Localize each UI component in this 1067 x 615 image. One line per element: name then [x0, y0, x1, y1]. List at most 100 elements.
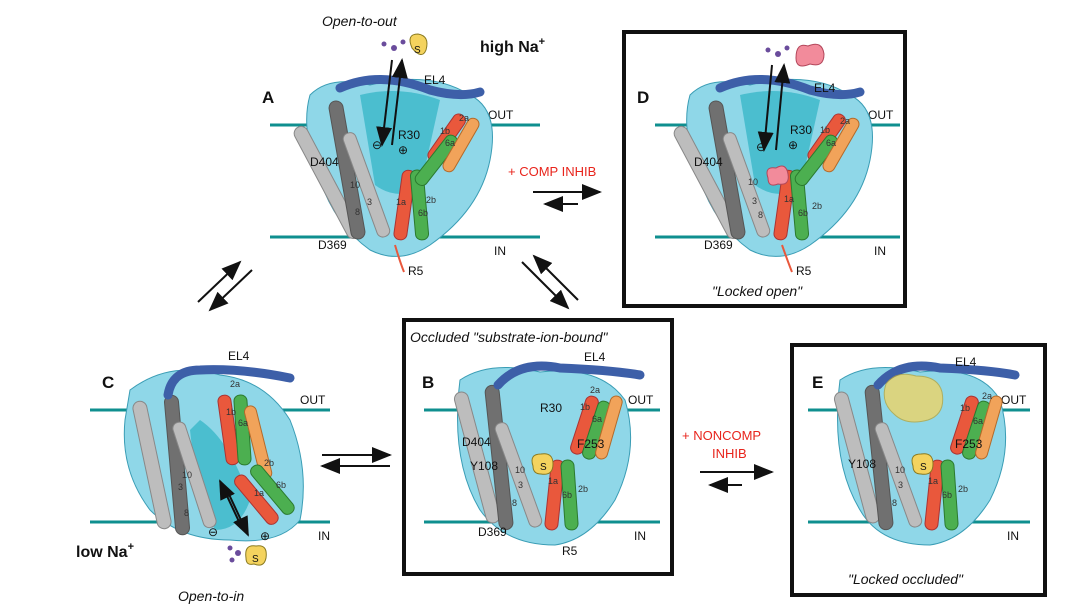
- el4-label-e: EL4: [955, 355, 977, 369]
- helix-1a-c: [234, 474, 279, 525]
- el4-loop-e: [873, 361, 1020, 390]
- y108-label-e: Y108: [848, 457, 876, 471]
- vestibule-d: [740, 91, 820, 194]
- occluded-title: Occluded "substrate-ion-bound": [410, 329, 609, 345]
- inhibitor-ion-cluster-d: [765, 43, 825, 67]
- helix-num-6b-c: 6b: [276, 480, 286, 490]
- noncomp-inhib-label-line2: INHIB: [712, 446, 747, 461]
- helix-6b-d: [789, 169, 810, 241]
- helix-10-e: [833, 391, 881, 524]
- helix-num-3-c: 3: [178, 482, 183, 492]
- entry-arrow-d: [757, 64, 774, 152]
- helix-3-b: [494, 422, 543, 528]
- d404-label-d: D404: [694, 155, 723, 169]
- r5-label-d: R5: [796, 264, 812, 278]
- minus-charge-c: ⊖: [208, 525, 218, 539]
- y108-label-b: Y108: [470, 459, 498, 473]
- helix-num-6b-e: 6b: [942, 490, 952, 500]
- helix-num-2a-d: 2a: [840, 116, 850, 126]
- panel-letter-b: B: [422, 373, 434, 392]
- panel-e-frame: [790, 343, 1047, 597]
- minus-charge-a: ⊖: [372, 138, 382, 152]
- panel-letter-c: C: [102, 373, 114, 392]
- helix-num-3-b: 3: [518, 480, 523, 490]
- panel-b: Occluded "substrate-ion-bound" B OUT IN …: [410, 329, 660, 558]
- plus-charge-d: ⊕: [788, 138, 798, 152]
- helix-num-1b-b: 1b: [580, 402, 590, 412]
- helix-num-1a-d: 1a: [784, 194, 794, 204]
- substrate-label-c: S: [252, 554, 259, 565]
- substrate-label-a: S: [414, 45, 421, 56]
- in-label-a: IN: [494, 244, 506, 258]
- el4-loop-a: [335, 75, 485, 100]
- helix-3-e: [874, 422, 923, 528]
- helix-1a-a: [393, 169, 416, 241]
- panel-b-frame: [402, 318, 674, 576]
- panel-letter-a: A: [262, 88, 274, 107]
- r30-label-d: R30: [790, 123, 812, 137]
- el4-label-d: EL4: [814, 81, 836, 95]
- bound-inhibitor-d: [766, 165, 789, 186]
- helix-num-3-d: 3: [752, 196, 757, 206]
- panel-d: D OUT IN EL4 R30 D404 D369 R5 ⊖ ⊕ 10 8 3: [637, 43, 900, 299]
- open-to-out-title: Open-to-out: [322, 13, 398, 29]
- helix-num-6a-b: 6a: [592, 414, 602, 424]
- helix-3-a: [342, 132, 391, 238]
- helix-num-2a-a: 2a: [459, 113, 469, 123]
- noncomp-inhib-label-line1: + NONCOMP: [682, 428, 761, 443]
- helix-2a-b: [595, 395, 623, 460]
- helix-num-8-c: 8: [184, 508, 189, 518]
- helix-1b-c: [217, 394, 240, 466]
- helix-num-6a-c: 6a: [238, 418, 248, 428]
- exit-arrow-a: [391, 58, 408, 146]
- helix-2a-a: [442, 117, 480, 173]
- helix-num-3-e: 3: [898, 480, 903, 490]
- helix-6a-a: [414, 134, 459, 187]
- plus-charge-c: ⊕: [260, 529, 270, 543]
- low-na-label: low Na+: [76, 541, 134, 561]
- out-label-a: OUT: [488, 108, 514, 122]
- inner-vestibule-c: [190, 420, 250, 530]
- out-label-e: OUT: [1001, 393, 1027, 407]
- el4-label-b: EL4: [584, 350, 606, 364]
- helix-num-6b-b: 6b: [562, 490, 572, 500]
- f253-label-b: F253: [577, 437, 605, 451]
- panel-d-frame: [622, 30, 907, 308]
- helix-num-6b-d: 6b: [798, 208, 808, 218]
- helix-2a-d: [822, 117, 860, 173]
- d369-label-a: D369: [318, 238, 347, 252]
- r30-label-b: R30: [540, 401, 562, 415]
- open-to-in-title: Open-to-in: [178, 588, 244, 604]
- f253-label-e: F253: [955, 437, 983, 451]
- rebind-arrow-c: [219, 479, 243, 529]
- d369-label-d: D369: [704, 238, 733, 252]
- el4-loop-c: [163, 365, 295, 400]
- locked-open-caption: "Locked open": [712, 283, 803, 299]
- helix-num-2b-a: 2b: [426, 195, 436, 205]
- helix-num-1a-b: 1a: [548, 476, 558, 486]
- panel-letter-e: E: [812, 373, 823, 392]
- helix-num-1a-c: 1a: [254, 488, 264, 498]
- r5-label-b: R5: [562, 544, 578, 558]
- helix-10-b: [453, 391, 501, 524]
- n-terminus-a: [394, 244, 405, 273]
- helix-num-8-b: 8: [512, 498, 517, 508]
- helix-3-c: [172, 421, 217, 529]
- out-label-c: OUT: [300, 393, 326, 407]
- substrate-ion-cluster-c: S: [227, 545, 267, 566]
- helix-num-1a-e: 1a: [928, 476, 938, 486]
- substrate-label-b: S: [540, 462, 547, 473]
- el4-label-c: EL4: [228, 349, 250, 363]
- d404-label-a: D404: [310, 155, 339, 169]
- helix-num-10-b: 10: [515, 465, 525, 475]
- helix-1a-b: [544, 459, 565, 531]
- helix-6b-a: [409, 169, 430, 241]
- helix-num-2a-c: 2a: [230, 379, 240, 389]
- d369-label-b: D369: [478, 525, 507, 539]
- helix-num-6a-a: 6a: [445, 138, 455, 148]
- helix-3-d: [722, 132, 771, 238]
- a-to-b-arrow: [521, 261, 570, 310]
- helix-1a-d: [773, 169, 796, 241]
- helix-num-2b-b: 2b: [578, 484, 588, 494]
